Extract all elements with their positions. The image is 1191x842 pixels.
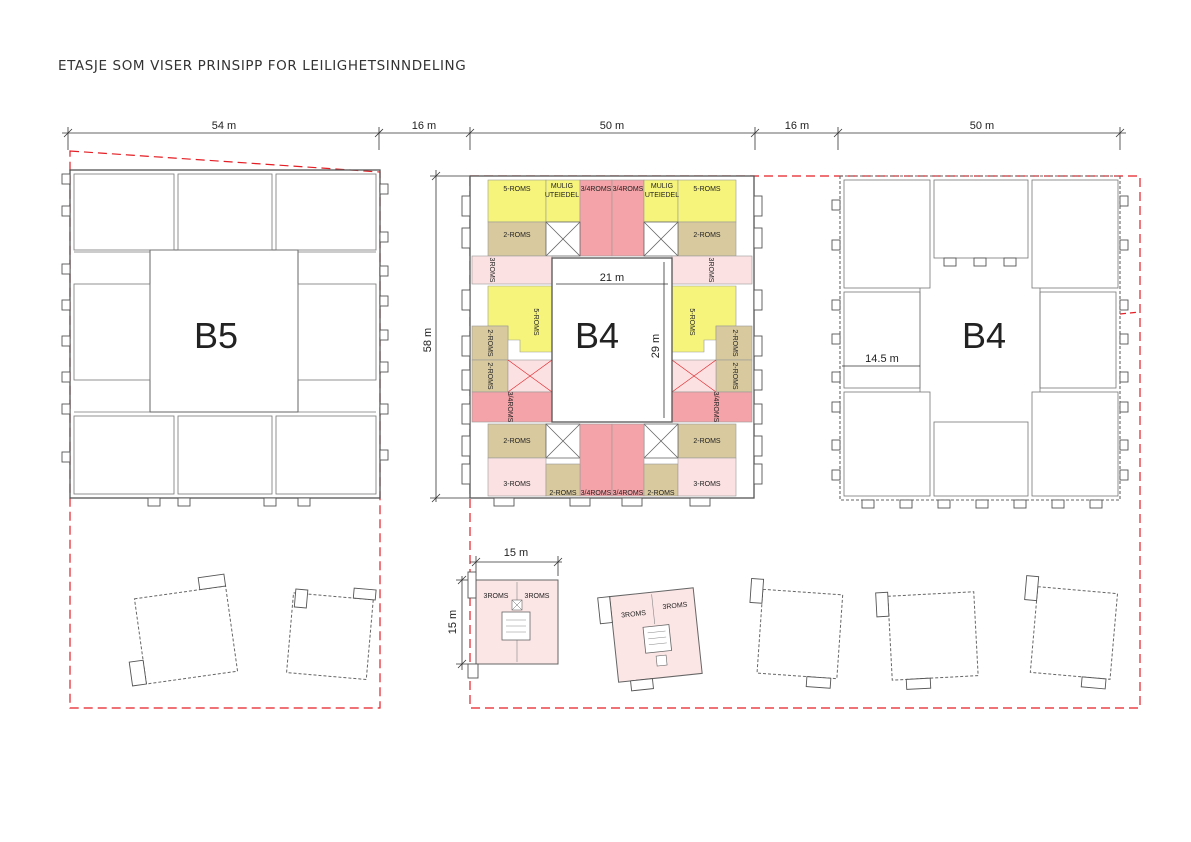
small-block-b5-2: [286, 587, 377, 681]
unit-34roms-s2: 3/4ROMS: [613, 490, 644, 497]
unit-mulig-nw-1: MULIG: [551, 183, 573, 190]
unit-3roms-sw: 3-ROMS: [503, 481, 531, 488]
unit-3roms-w: 3ROMS: [488, 258, 495, 283]
unit-2roms-w2: 2-ROMS: [486, 362, 493, 390]
unit-mulig-nw-2: UTEIEDEL: [545, 192, 579, 199]
label-b4-plain: B4: [962, 315, 1006, 356]
page-title: ETASJE SOM VISER PRINSIPP FOR LEILIGHETS…: [58, 58, 467, 74]
dim-54m: 54 m: [212, 120, 236, 132]
dim-16m-b: 16 m: [785, 120, 809, 132]
small-block-b4-1: [749, 578, 844, 689]
block-b5: [61, 169, 389, 507]
dim-58m-line: [430, 170, 470, 503]
site-boundary-b4: [469, 175, 1141, 709]
small-tower-2: 3ROMS 3ROMS: [597, 587, 703, 692]
dim-29m: 29 m: [650, 334, 662, 358]
dim-15m-height: 15 m: [447, 610, 459, 634]
top-dimension-line: [62, 127, 1126, 150]
dim-14-5m: 14.5 m: [865, 353, 899, 365]
unit-5roms-w: 5-ROMS: [532, 308, 539, 336]
dim-15m-width: 15 m: [504, 547, 528, 559]
unit-2roms-e2: 2-ROMS: [731, 362, 738, 390]
unit-2roms-se: 2-ROMS: [693, 438, 721, 445]
unit-2roms-ne: 2-ROMS: [693, 232, 721, 239]
unit-small2-b: 3ROMS: [662, 602, 688, 612]
unit-2roms-sw: 2-ROMS: [503, 438, 531, 445]
label-b5: B5: [194, 315, 238, 356]
dim-15m-lines: [456, 556, 563, 670]
unit-34roms-n2: 3/4ROMS: [613, 186, 644, 193]
unit-5roms-ne: 5-ROMS: [693, 186, 721, 193]
unit-2roms-s2: 2-ROMS: [647, 490, 675, 497]
unit-small2-a: 3ROMS: [621, 610, 647, 620]
dim-50m-b: 50 m: [970, 120, 994, 132]
unit-5roms-e: 5-ROMS: [688, 308, 695, 336]
unit-2roms-w1: 2-ROMS: [486, 329, 493, 357]
unit-small1-a: 3ROMS: [484, 593, 509, 600]
unit-3roms-e: 3ROMS: [707, 258, 714, 283]
block-b4-coloured: [461, 175, 763, 507]
unit-small1-b: 3ROMS: [525, 593, 550, 600]
unit-34roms-w: 3/4ROMS: [506, 392, 513, 423]
unit-mulig-ne-2: UTEIEDEL: [645, 192, 679, 199]
unit-mulig-ne-1: MULIG: [651, 183, 673, 190]
dim-21m: 21 m: [600, 272, 624, 284]
unit-2roms-e1: 2-ROMS: [731, 329, 738, 357]
unit-34roms-e: 3/4ROMS: [712, 392, 719, 423]
unit-2roms-nw: 2-ROMS: [503, 232, 531, 239]
small-block-b5-1: [128, 573, 239, 687]
block-b4-plain: [831, 175, 1129, 509]
label-b4-coloured: B4: [575, 315, 619, 356]
dim-50m-a: 50 m: [600, 120, 624, 132]
unit-34roms-s1: 3/4ROMS: [581, 490, 612, 497]
unit-2roms-s1: 2-ROMS: [549, 490, 577, 497]
b4-unit-labels: 5-ROMS MULIG UTEIEDEL 3/4ROMS 3/4ROMS MU…: [486, 183, 738, 497]
dim-16m-a: 16 m: [412, 120, 436, 132]
dim-58m: 58 m: [422, 328, 434, 352]
unit-5roms-nw: 5-ROMS: [503, 186, 531, 193]
site-boundary-b5: [69, 150, 381, 709]
unit-3roms-se: 3-ROMS: [693, 481, 721, 488]
small-block-b4-2: [875, 591, 979, 690]
small-block-b4-3: [1024, 575, 1119, 690]
small-tower-1: [467, 571, 559, 679]
unit-34roms-n1: 3/4ROMS: [581, 186, 612, 193]
